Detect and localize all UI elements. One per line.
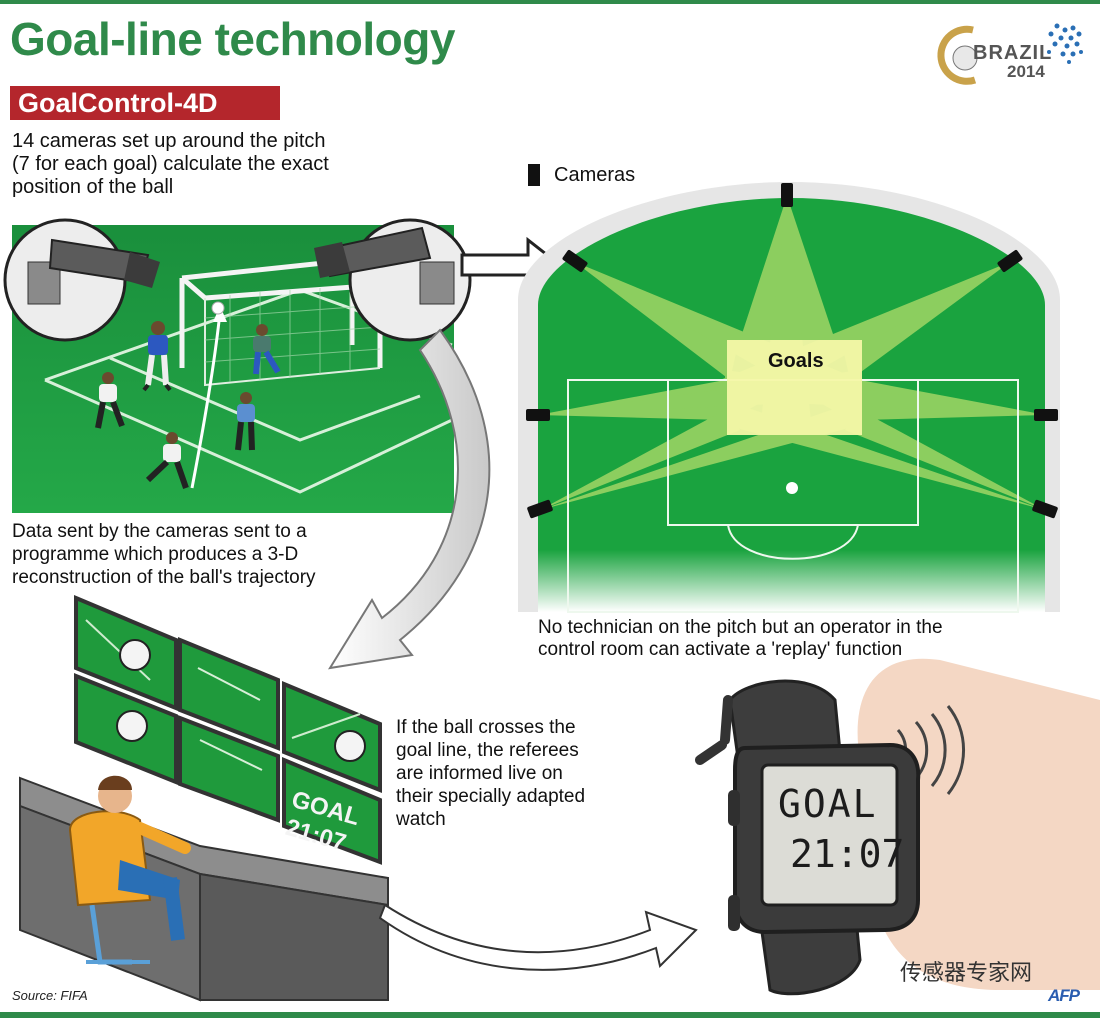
source-credit: Source: FIFA [12, 988, 88, 1003]
operator-line-1: No technician on the pitch but an operat… [538, 617, 943, 638]
players [95, 321, 281, 489]
top-rule [0, 0, 1100, 4]
monitor-wall [74, 594, 382, 865]
legend-cameras-label: Cameras [554, 164, 636, 186]
system-badge: GoalControl-4D [10, 86, 280, 120]
flow-arrow-to-watch [378, 903, 698, 971]
bottom-rule [0, 1012, 1100, 1018]
agency-logo: AFP [1048, 986, 1080, 1005]
legend-camera-swatch [528, 164, 540, 186]
logo-art [937, 23, 1083, 85]
watermark-text: 传感器专家网 [900, 961, 1033, 986]
brazil-2014-logo: BRAZIL 2014 [937, 18, 1085, 88]
intro-line-2: (7 for each goal) calculate the exact [12, 153, 329, 175]
referee-watch [695, 658, 1100, 996]
referee-line-1: If the ball crosses the [396, 717, 576, 738]
watch-goal-time: 21:07 [790, 832, 905, 876]
camera-bubble-right [314, 218, 472, 342]
intro-line-1: 14 cameras set up around the pitch [12, 130, 326, 152]
data-line-3: reconstruction of the ball's trajectory [12, 567, 316, 588]
pitch-diagram [518, 164, 1060, 613]
logo-line1: BRAZIL [973, 42, 1053, 64]
page-title: Goal-line technology [10, 13, 455, 65]
camera-beams [538, 196, 1046, 510]
flow-arrow-to-screens [328, 328, 491, 670]
goal-scene [3, 218, 472, 513]
operator-line-2: control room can activate a 'replay' fun… [538, 639, 903, 660]
intro-line-3: position of the ball [12, 176, 174, 198]
camera-bubble-left [3, 218, 160, 342]
camera-markers [526, 183, 1058, 519]
watch-goal-word: GOAL [778, 782, 878, 826]
data-line-2: programme which produces a 3-D [12, 544, 299, 565]
operator [68, 775, 191, 965]
referee-line-4: their specially adapted [396, 786, 586, 807]
goals-label: Goals [768, 350, 824, 372]
logo-line2: 2014 [1007, 62, 1045, 81]
data-line-1: Data sent by the cameras sent to a [12, 521, 307, 542]
referee-line-5: watch [396, 809, 446, 830]
referee-line-3: are informed live on [396, 763, 563, 784]
referee-line-2: goal line, the referees [396, 740, 579, 761]
control-room [19, 594, 389, 1002]
